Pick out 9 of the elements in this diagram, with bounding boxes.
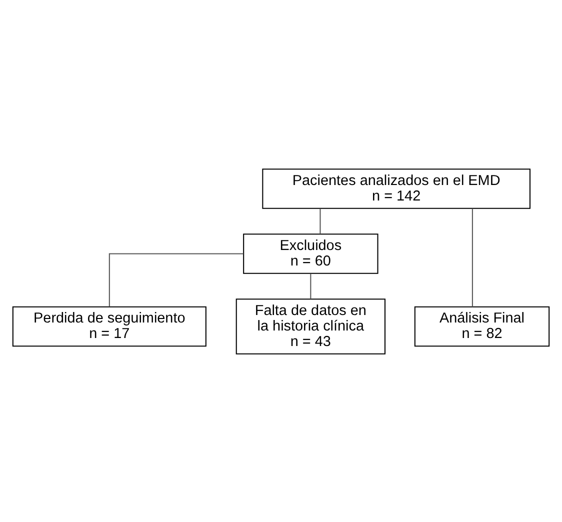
connector (310, 273, 312, 299)
node-box: Falta de datos en la historia clínica n = 43 (236, 298, 386, 354)
node-box: Excluidos n = 60 (243, 233, 378, 274)
connector (108, 252, 244, 306)
node-box: Pacientes analizados en el EMD n = 142 (262, 168, 530, 208)
node-box: Perdida de seguimiento n = 17 (12, 306, 206, 346)
connector (320, 208, 321, 234)
node-box: Análisis Final n = 82 (414, 306, 550, 346)
connector (472, 208, 473, 306)
